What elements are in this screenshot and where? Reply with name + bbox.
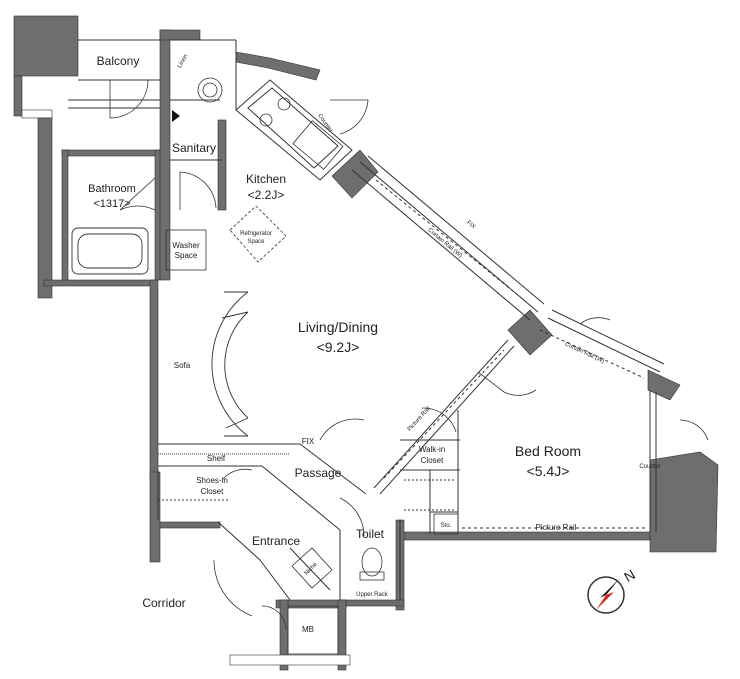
label-fix-small: FIX bbox=[302, 437, 315, 446]
stove-icon bbox=[197, 77, 223, 103]
sofa bbox=[211, 291, 249, 437]
walls bbox=[13, 15, 719, 671]
label-sanitary: Sanitary bbox=[172, 141, 216, 155]
mb-box bbox=[287, 605, 339, 655]
label-picture-rail-bed: Picture Rail bbox=[536, 523, 577, 532]
label-compass-n: N bbox=[621, 566, 638, 585]
label-passage: Passage bbox=[295, 466, 342, 480]
doors bbox=[109, 79, 709, 631]
washer-space bbox=[165, 229, 207, 271]
toilet-icon bbox=[359, 547, 385, 581]
door-entrance bbox=[213, 559, 253, 617]
labels: Balcony Sanitary Kitchen <2.2J> Bathroom… bbox=[88, 54, 661, 634]
label-shelf: Shelf bbox=[207, 454, 226, 463]
label-fridge-2: Space bbox=[247, 239, 265, 245]
label-fix-window: FIX bbox=[465, 220, 476, 231]
compass-icon bbox=[587, 576, 625, 614]
door-passage bbox=[319, 418, 365, 441]
refrigerator-space bbox=[229, 205, 287, 263]
label-kitchen: Kitchen bbox=[246, 172, 286, 186]
arrow-marker-icon bbox=[172, 110, 180, 122]
label-living: Living/Dining bbox=[298, 319, 378, 335]
door-toilet bbox=[339, 497, 365, 537]
door-living-to-bed bbox=[477, 371, 537, 396]
label-linen: Linen bbox=[177, 54, 190, 70]
label-bathroom-size: <1317> bbox=[93, 198, 130, 210]
door-living-window bbox=[330, 99, 369, 135]
label-entrance: Entrance bbox=[252, 534, 300, 548]
door-sanitary bbox=[179, 171, 217, 210]
sink-icon bbox=[259, 97, 344, 170]
label-balcony: Balcony bbox=[97, 54, 140, 68]
door-shoes bbox=[221, 468, 253, 481]
label-walkin-2: Closet bbox=[421, 456, 444, 465]
label-walkin-1: Walk-in bbox=[419, 445, 445, 454]
label-counter-bed: Counter bbox=[639, 464, 660, 470]
niche-box bbox=[291, 547, 333, 589]
label-mb: MB bbox=[302, 625, 314, 634]
label-curtain-rail-living: Curtain Rail (W) bbox=[426, 227, 463, 259]
label-washer-1: Washer bbox=[172, 241, 200, 250]
label-kitchen-size: <2.2J> bbox=[248, 188, 285, 202]
door-bed-right bbox=[679, 419, 709, 441]
door-balcony bbox=[109, 79, 149, 119]
label-storage: Sto. bbox=[441, 523, 452, 529]
door-bathroom bbox=[119, 177, 156, 211]
label-toilet: Toilet bbox=[356, 527, 385, 541]
label-shoes-2: Closet bbox=[201, 487, 224, 496]
door-mb bbox=[261, 605, 287, 631]
label-sofa: Sofa bbox=[174, 361, 191, 370]
label-washer-2: Space bbox=[175, 251, 198, 260]
label-bedroom: Bed Room bbox=[515, 443, 581, 459]
label-living-size: <9.2J> bbox=[317, 339, 360, 355]
label-niche: Niche bbox=[304, 561, 320, 577]
label-bedroom-size: <5.4J> bbox=[527, 463, 570, 479]
label-corridor: Corridor bbox=[142, 596, 185, 610]
interior-lines bbox=[68, 39, 665, 601]
label-bathroom: Bathroom bbox=[88, 183, 136, 195]
label-shoes-1: Shoes-in bbox=[196, 476, 228, 485]
door-bed-window bbox=[579, 317, 611, 325]
door-walkin bbox=[421, 407, 457, 433]
label-fridge-1: Refrigerator bbox=[240, 231, 272, 237]
label-upper-rack: Upper Rack bbox=[356, 592, 389, 598]
bathtub-icon bbox=[71, 227, 149, 275]
label-curtain-rail-bed: Curtain Rail (W) bbox=[564, 341, 605, 364]
storage-box bbox=[433, 513, 459, 535]
